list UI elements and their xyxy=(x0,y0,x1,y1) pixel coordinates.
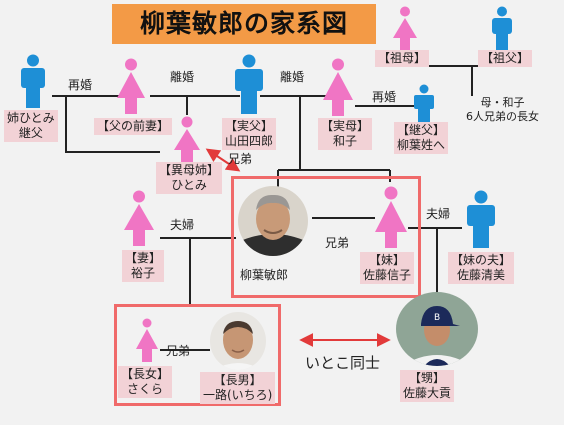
female-person-icon xyxy=(135,318,159,362)
daughter-label: 【長女】 さくら xyxy=(118,366,173,398)
half-sister-label: 【異母姉】 ひとみ xyxy=(156,162,223,194)
siblings-label-children: 兄弟 xyxy=(166,344,191,358)
half-sister-text: 【異母姉】 ひとみ xyxy=(159,163,220,192)
sister-label: 【妹】 佐藤信子 xyxy=(360,252,415,284)
mother-label: 【実母】 和子 xyxy=(318,118,373,150)
son-portrait-photo xyxy=(210,312,266,370)
male-person-icon xyxy=(234,54,264,114)
female-person-icon xyxy=(374,186,408,248)
sister-text: 【妹】 佐藤信子 xyxy=(363,253,412,282)
sister-husband-text: 【妹の夫】 佐藤清美 xyxy=(451,253,512,282)
stepfather-hitomi-text: 姉ひとみ 継父 xyxy=(7,111,55,140)
male-person-icon xyxy=(466,190,496,248)
father-ex-wife-label: 【父の前妻】 xyxy=(94,118,173,135)
couple-label-wife: 夫婦 xyxy=(170,218,195,232)
female-person-icon xyxy=(123,190,155,246)
female-person-icon xyxy=(116,58,146,114)
highlight-box-children xyxy=(114,304,281,406)
toshiro-name-label: 柳葉敏郎 xyxy=(240,268,289,282)
male-person-icon xyxy=(413,84,435,122)
highlight-box-toshiro-sister xyxy=(231,176,421,298)
diagram-title: 柳葉敏郎の家系図 xyxy=(112,4,376,44)
grandmother-label: 【祖母】 xyxy=(375,50,430,67)
male-person-icon xyxy=(491,6,513,50)
toshiro-portrait-photo xyxy=(238,186,308,256)
female-person-icon xyxy=(173,116,201,162)
daughter-text: 【長女】 さくら xyxy=(121,367,170,396)
nephew-text: 【甥】 佐藤大貢 xyxy=(403,371,452,400)
svg-text:B: B xyxy=(434,313,440,323)
stepfather-hitomi-label: 姉ひとみ 継父 xyxy=(4,110,58,142)
divorce-label-2: 離婚 xyxy=(280,70,305,84)
stepfather-text: 【継父】 柳葉姓へ xyxy=(397,123,446,152)
half-siblings-label: 兄弟 xyxy=(228,152,253,166)
father-label: 【実父】 山田四郎 xyxy=(222,118,277,150)
wife-text: 【妻】 裕子 xyxy=(125,251,162,280)
female-person-icon xyxy=(392,6,418,50)
siblings-label-main: 兄弟 xyxy=(325,236,350,250)
female-person-icon xyxy=(322,58,354,116)
nephew-baseball-photo: B xyxy=(396,292,478,366)
remarriage-label-2: 再婚 xyxy=(372,90,397,104)
cousins-label: いとこ同士 xyxy=(305,354,381,372)
grandfather-label: 【祖父】 xyxy=(478,50,533,67)
father-text: 【実父】 山田四郎 xyxy=(225,119,274,148)
male-person-icon xyxy=(20,54,46,108)
couple-label-sister: 夫婦 xyxy=(426,207,451,221)
son-text: 【長男】 一路(いちろ) xyxy=(203,373,273,402)
remarriage-label-1: 再婚 xyxy=(68,78,93,92)
wife-label: 【妻】 裕子 xyxy=(122,250,165,282)
stepfather-label: 【継父】 柳葉姓へ xyxy=(394,122,449,154)
mother-text: 【実母】 和子 xyxy=(321,119,370,148)
nephew-label: 【甥】 佐藤大貢 xyxy=(400,370,455,402)
mother-note-text: 母・和子 6人兄弟の長女 xyxy=(466,96,539,123)
divorce-label-1: 離婚 xyxy=(170,70,195,84)
sister-husband-label: 【妹の夫】 佐藤清美 xyxy=(448,252,515,284)
mother-note: 母・和子 6人兄弟の長女 xyxy=(466,96,539,124)
son-label: 【長男】 一路(いちろ) xyxy=(200,372,276,404)
